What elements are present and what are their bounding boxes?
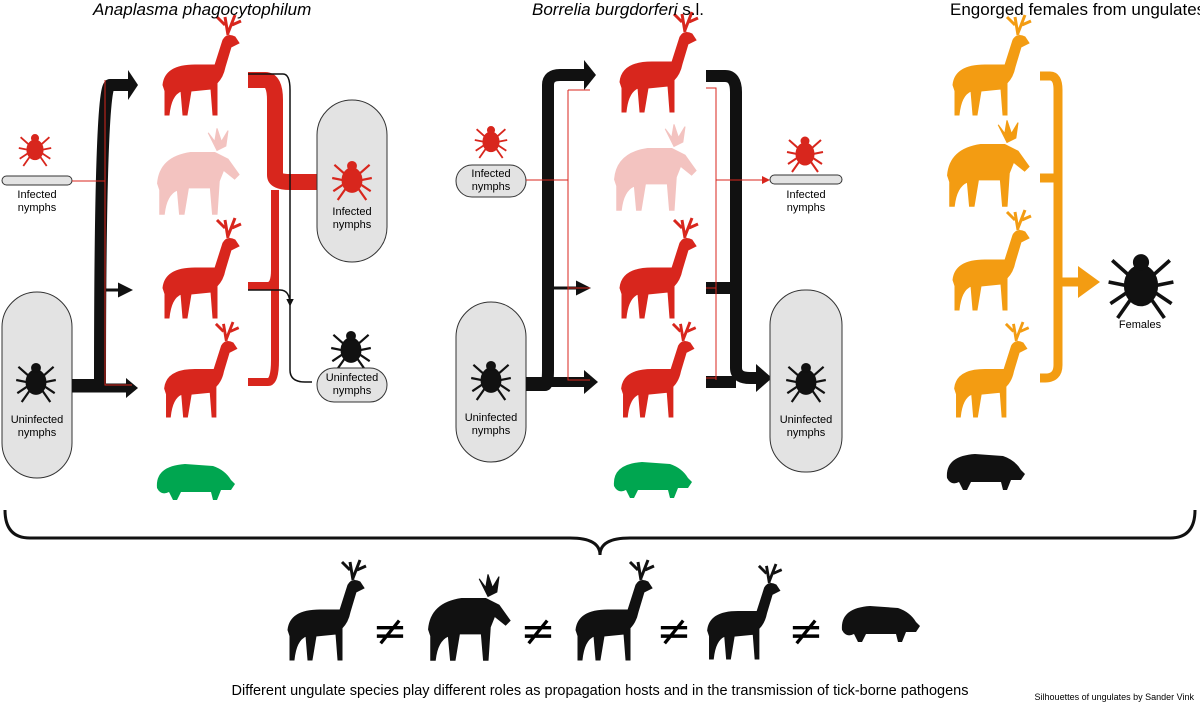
infected-tick-icon <box>473 125 509 159</box>
panel-borrelia <box>455 10 843 498</box>
infected-nymphs-input-box <box>455 164 527 198</box>
red-deer-icon <box>951 208 1033 312</box>
fallow-deer-icon <box>951 13 1033 117</box>
label-uninfected-nymphs-in: Uninfected nymphs <box>10 414 64 439</box>
red-deer-icon <box>618 216 700 320</box>
bottom-fallow-deer-icon <box>286 558 368 662</box>
flow-to-fallow-deer <box>526 69 584 391</box>
panel-engorged <box>946 13 1176 490</box>
bottom-wild-boar-icon <box>841 606 920 642</box>
neq-3: ≠ <box>656 606 691 655</box>
infected-tick-icon <box>17 133 53 167</box>
outflow-red <box>248 72 318 190</box>
title-anaplasma: Anaplasma phagocytophilum <box>93 0 312 19</box>
neq-2: ≠ <box>520 606 555 655</box>
label-infected-nymphs-in: Infected nymphs <box>471 168 511 193</box>
caption: Different ungulate species play differen… <box>231 683 969 699</box>
wild-boar-icon <box>156 464 235 500</box>
uninfected-engorged-tick-icon <box>330 330 372 372</box>
outflow-red <box>706 87 768 380</box>
label-uninfected-nymphs-out: Uninfected nymphs <box>325 372 379 397</box>
neq-1: ≠ <box>372 606 407 655</box>
red-flow-in <box>526 89 590 381</box>
bottom-red-deer-icon <box>574 558 656 662</box>
fallow-deer-icon <box>618 10 700 114</box>
label-females: Females <box>1118 319 1162 331</box>
bottom-moose-icon <box>428 573 511 661</box>
outflow-black <box>248 73 312 383</box>
roe-deer-icon <box>163 320 241 419</box>
label-infected-nymphs-in: Infected nymphs <box>17 189 57 214</box>
label-infected-nymphs-out: Infected nymphs <box>786 189 826 214</box>
wild-boar-icon <box>613 462 692 498</box>
panel-anaplasma <box>1 13 388 500</box>
label-uninfected-nymphs-out: Uninfected nymphs <box>779 414 833 439</box>
bottom-roe-deer-icon <box>706 562 784 661</box>
title-engorged: Engorged females from ungulates <box>950 0 1200 19</box>
image-credit: Silhouettes of ungulates by Sander Vink <box>1034 692 1194 702</box>
infected-nymphs-output-bar <box>769 174 843 185</box>
summary-brace <box>3 509 1197 556</box>
label-uninfected-nymphs-in: Uninfected nymphs <box>464 412 518 437</box>
moose-icon <box>614 123 697 211</box>
red-flow-in <box>72 80 132 386</box>
outflow-black <box>706 70 758 388</box>
roe-deer-icon <box>953 320 1031 419</box>
neq-4: ≠ <box>788 606 823 655</box>
flow-to-fallow-deer <box>72 79 128 391</box>
infected-engorged-tick-icon <box>786 136 824 173</box>
infected-nymphs-input-bar <box>1 175 73 186</box>
moose-icon <box>947 119 1030 207</box>
wild-boar-icon <box>946 454 1025 490</box>
orange-bracket <box>1040 71 1080 383</box>
moose-icon <box>157 127 240 215</box>
title-borrelia: Borrelia burgdorferi s.l. <box>532 0 704 19</box>
roe-deer-icon <box>620 320 698 419</box>
red-deer-icon <box>161 216 243 320</box>
fallow-deer-icon <box>161 13 243 117</box>
label-infected-nymphs-out: Infected nymphs <box>332 206 372 231</box>
female-tick-icon <box>1106 253 1176 320</box>
uninfected-nymphs-output-box <box>316 367 388 403</box>
